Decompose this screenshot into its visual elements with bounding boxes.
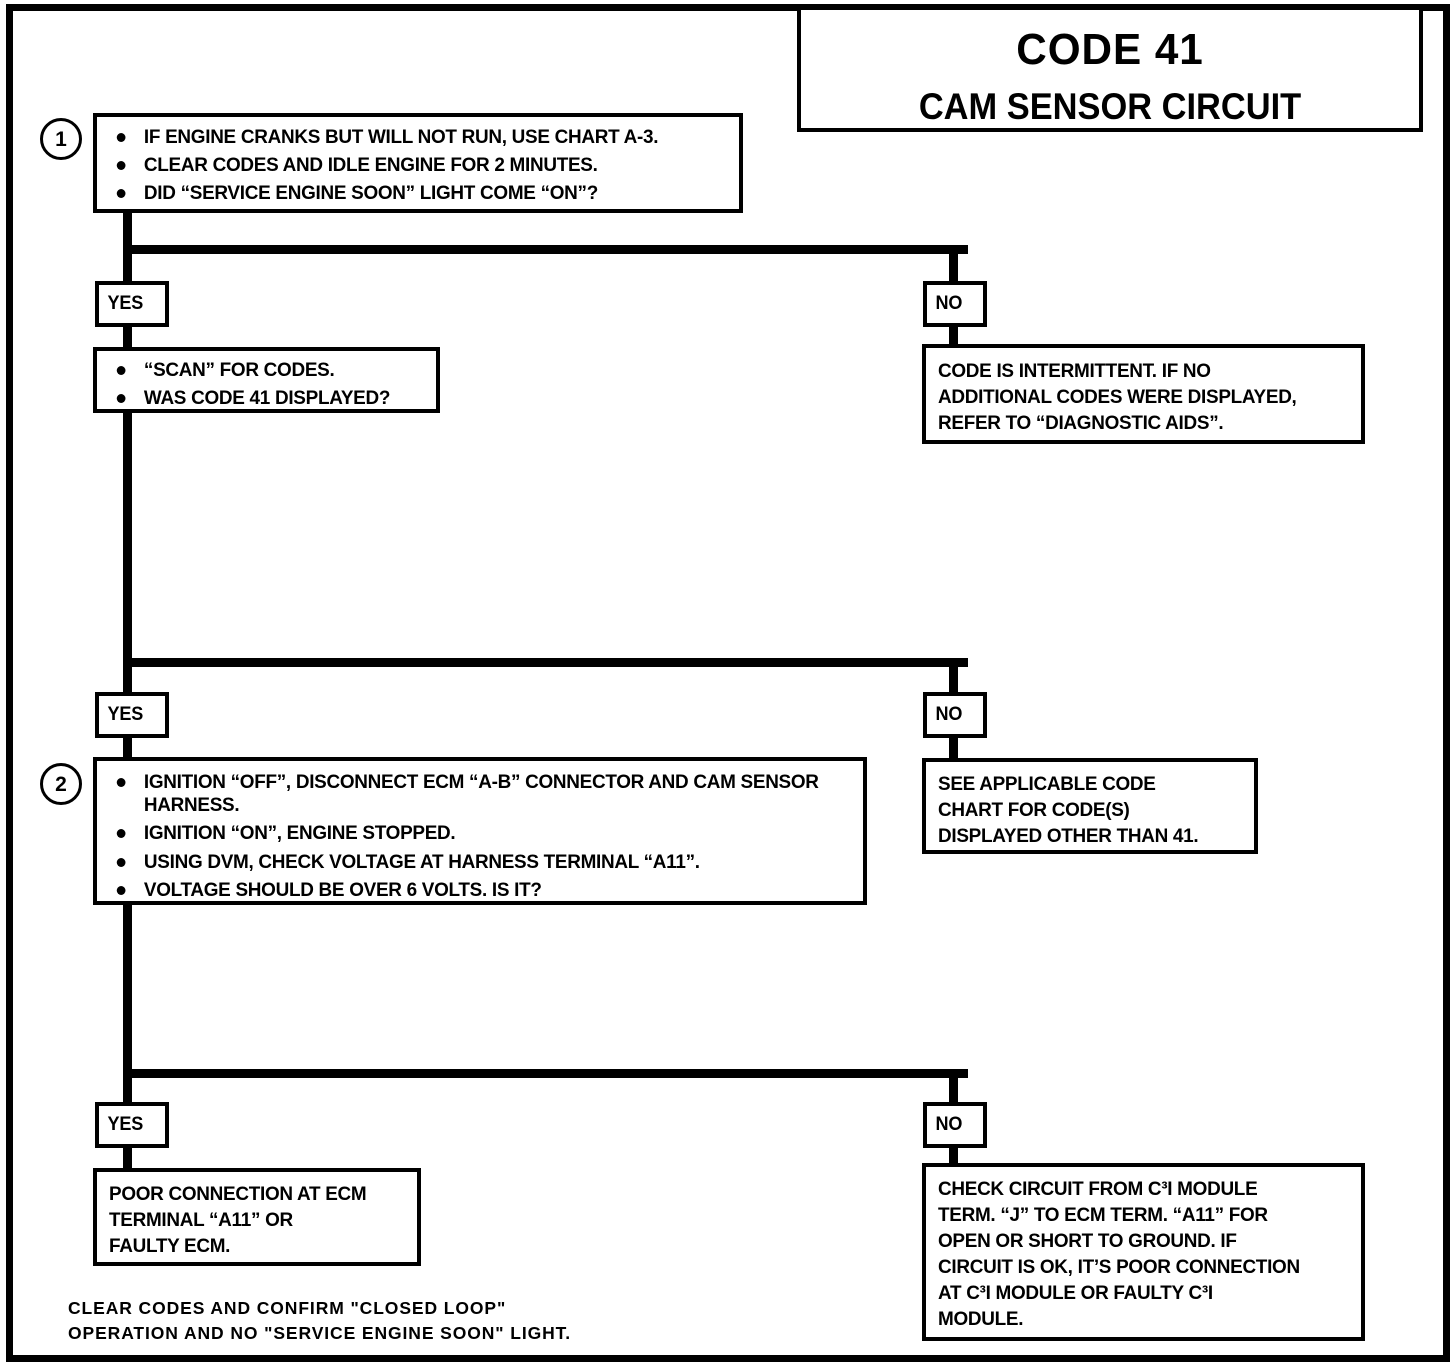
list-item: DID “SERVICE ENGINE SOON” LIGHT COME “ON… [109, 182, 710, 205]
connector-no3-to-check-circuit-box [949, 1144, 958, 1168]
list-item: IF ENGINE CRANKS BUT WILL NOT RUN, USE C… [109, 126, 710, 149]
connector-branch1-yes-drop [123, 245, 132, 285]
text-line: OPEN OR SHORT TO GROUND. IF [938, 1229, 1237, 1252]
connector-scan-drop [123, 409, 132, 663]
scan-for-codes-box: “SCAN” FOR CODES. WAS CODE 41 DISPLAYED? [93, 347, 440, 413]
check-circuit-box: CHECK CIRCUIT FROM C³I MODULE TERM. “J” … [922, 1163, 1365, 1341]
connector-no2-to-other-code-box [949, 734, 958, 758]
branch-label-no: NO [935, 293, 963, 314]
poor-connection-box: POOR CONNECTION AT ECM TERMINAL “A11” OR… [93, 1168, 421, 1266]
branch-label-yes: YES [107, 704, 144, 725]
scan-bullet-list: “SCAN” FOR CODES. WAS CODE 41 DISPLAYED? [109, 359, 426, 410]
connector-branch3-yes-drop [123, 1069, 132, 1109]
list-item: WAS CODE 41 DISPLAYED? [109, 387, 416, 410]
poor-connection-text: POOR CONNECTION AT ECM TERMINAL “A11” OR… [109, 1182, 398, 1260]
step1-bullet-list: IF ENGINE CRANKS BUT WILL NOT RUN, USE C… [109, 126, 729, 206]
list-item: “SCAN” FOR CODES. [109, 359, 416, 382]
connector-branch2-no-drop [949, 658, 958, 698]
connector-branch1-no-drop [949, 245, 958, 285]
connector-branch1-horizontal [123, 245, 968, 254]
connector-yes1-to-scan-box [123, 323, 132, 351]
branch-label-yes: YES [107, 293, 144, 314]
text-line: CHECK CIRCUIT FROM C³I MODULE [938, 1178, 1258, 1200]
chart-code-title: CODE 41 [1016, 25, 1204, 74]
branch2-no-tab: NO [923, 692, 987, 738]
connector-branch2-horizontal [123, 658, 968, 667]
see-applicable-code-box: SEE APPLICABLE CODE CHART FOR CODE(S) DI… [922, 758, 1258, 854]
step2-bullet-list: IGNITION “OFF”, DISCONNECT ECM “A-B” CON… [109, 771, 853, 902]
list-item: IGNITION “ON”, ENGINE STOPPED. [109, 822, 831, 845]
branch-label-yes: YES [107, 1114, 144, 1135]
text-line: REFER TO “DIAGNOSTIC AIDS”. [938, 411, 1224, 434]
step-number-1: 1 [40, 118, 82, 160]
chart-subject-title: CAM SENSOR CIRCUIT [918, 86, 1302, 127]
code-intermittent-box: CODE IS INTERMITTENT. IF NO ADDITIONAL C… [922, 344, 1365, 444]
list-item: IGNITION “OFF”, DISCONNECT ECM “A-B” CON… [109, 771, 831, 817]
text-line: TERM. “J” TO ECM TERM. “A11” FOR [938, 1203, 1268, 1226]
connector-branch2-yes-drop [123, 658, 132, 698]
branch2-yes-tab: YES [95, 692, 169, 738]
text-line: CIRCUIT IS OK, IT’S POOR CONNECTION [938, 1255, 1300, 1278]
list-item: VOLTAGE SHOULD BE OVER 6 VOLTS. IS IT? [109, 879, 831, 902]
list-item: CLEAR CODES AND IDLE ENGINE FOR 2 MINUTE… [109, 154, 710, 177]
branch3-yes-tab: YES [95, 1102, 169, 1148]
step1-instruction-box: IF ENGINE CRANKS BUT WILL NOT RUN, USE C… [93, 113, 743, 213]
text-line: FAULTY ECM. [109, 1234, 231, 1257]
step2-instruction-box: IGNITION “OFF”, DISCONNECT ECM “A-B” CON… [93, 757, 867, 905]
connector-yes3-to-poor-connection-box [123, 1144, 132, 1172]
text-line: POOR CONNECTION AT ECM [109, 1183, 367, 1205]
text-line: CLEAR CODES AND CONFIRM "CLOSED LOOP" [68, 1298, 507, 1318]
text-line: TERMINAL “A11” OR [109, 1208, 293, 1231]
code-intermittent-text: CODE IS INTERMITTENT. IF NO ADDITIONAL C… [938, 359, 1339, 437]
connector-no1-to-intermittent-box [949, 323, 958, 347]
branch1-yes-tab: YES [95, 281, 169, 327]
see-applicable-code-text: SEE APPLICABLE CODE CHART FOR CODE(S) DI… [938, 772, 1235, 850]
check-circuit-text: CHECK CIRCUIT FROM C³I MODULE TERM. “J” … [938, 1177, 1339, 1333]
text-line: AT C³I MODULE OR FAULTY C³I [938, 1281, 1213, 1304]
connector-branch3-horizontal [123, 1069, 968, 1078]
list-item: USING DVM, CHECK VOLTAGE AT HARNESS TERM… [109, 851, 831, 874]
branch-label-no: NO [935, 1114, 963, 1135]
step-number-2: 2 [40, 763, 82, 805]
text-line: CHART FOR CODE(S) [938, 798, 1130, 821]
text-line: MODULE. [938, 1307, 1024, 1330]
text-line: OPERATION AND NO "SERVICE ENGINE SOON" L… [68, 1322, 572, 1343]
branch3-no-tab: NO [923, 1102, 987, 1148]
text-line: CODE IS INTERMITTENT. IF NO [938, 360, 1211, 382]
branch1-no-tab: NO [923, 281, 987, 327]
connector-step2-drop [123, 901, 132, 1077]
connector-step1-drop [123, 209, 132, 254]
branch-label-no: NO [935, 704, 963, 725]
connector-branch3-no-drop [949, 1069, 958, 1109]
text-line: SEE APPLICABLE CODE [938, 773, 1156, 795]
connector-yes2-to-step2-box [123, 734, 132, 762]
page-border [6, 4, 1450, 1362]
text-line: ADDITIONAL CODES WERE DISPLAYED, [938, 385, 1297, 408]
text-line: DISPLAYED OTHER THAN 41. [938, 824, 1199, 847]
chart-title-block: CODE 41 CAM SENSOR CIRCUIT [797, 6, 1423, 132]
footer-note: CLEAR CODES AND CONFIRM "CLOSED LOOP" OP… [68, 1296, 571, 1346]
